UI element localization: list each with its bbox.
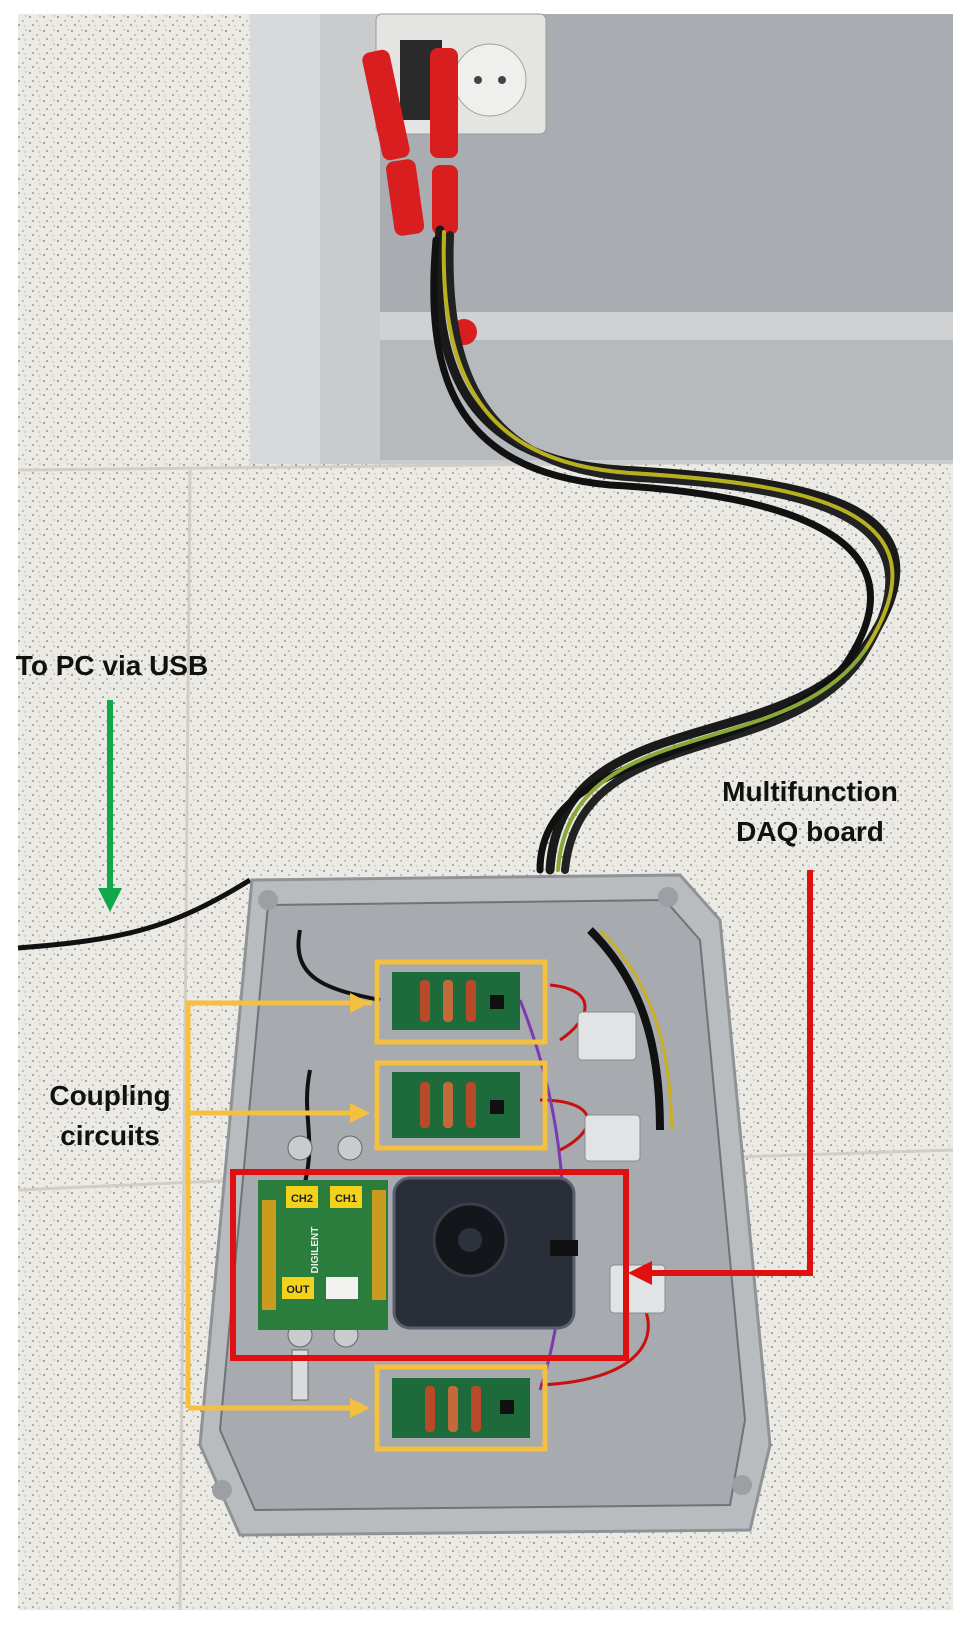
coupling-pcb-1 bbox=[392, 972, 520, 1030]
daq-device bbox=[392, 1176, 578, 1330]
coupling-box-2 bbox=[374, 1060, 548, 1151]
coupling-pcb-3 bbox=[392, 1378, 530, 1438]
daq-adapter-board: CH2 CH1 OUT DIGILENT bbox=[258, 1180, 388, 1330]
wall-panel bbox=[250, 14, 953, 464]
daq-label-line1: Multifunction bbox=[722, 776, 898, 807]
coupling-label-line1: Coupling bbox=[49, 1080, 171, 1111]
daq-box bbox=[230, 1169, 629, 1361]
coupling-pcb-2 bbox=[392, 1072, 520, 1138]
coupling-box-3 bbox=[374, 1364, 548, 1452]
usb-label: To PC via USB bbox=[15, 650, 209, 681]
coupling-highlight bbox=[185, 959, 548, 1452]
out-marking: OUT bbox=[286, 1284, 310, 1296]
coupling-label-line2: circuits bbox=[60, 1120, 160, 1151]
brand-marking: DIGILENT bbox=[310, 1227, 321, 1274]
daq-highlight bbox=[230, 870, 813, 1361]
cable-bundle bbox=[430, 225, 901, 875]
ch1-marking: CH1 bbox=[335, 1193, 357, 1205]
usb-cable bbox=[17, 877, 252, 951]
power-socket bbox=[375, 13, 547, 135]
ch2-marking: CH2 bbox=[291, 1193, 313, 1205]
daq-label-line2: DAQ board bbox=[736, 816, 884, 847]
daq-leader bbox=[648, 870, 813, 1276]
coupling-box-1 bbox=[374, 959, 548, 1045]
